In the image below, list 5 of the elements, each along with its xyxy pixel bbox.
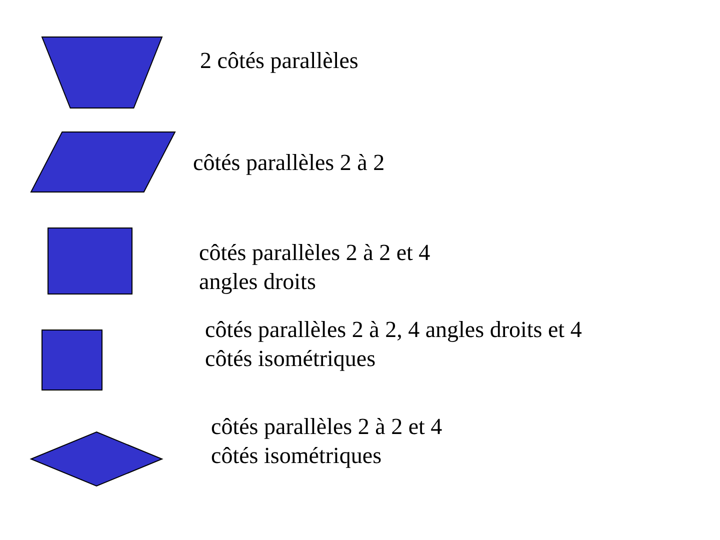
shape-description: 2 côtés parallèles bbox=[200, 47, 360, 75]
shape-description: côtés parallèles 2 à 2, 4 angles droits et 4 côtés isométriques bbox=[205, 316, 583, 373]
shape-description: côtés parallèles 2 à 2 bbox=[193, 149, 386, 177]
shape-description: côtés parallèles 2 à 2 et 4 angles droits bbox=[199, 239, 432, 296]
shape-description: côtés parallèles 2 à 2 et 4 côtés isométriques bbox=[211, 413, 444, 470]
